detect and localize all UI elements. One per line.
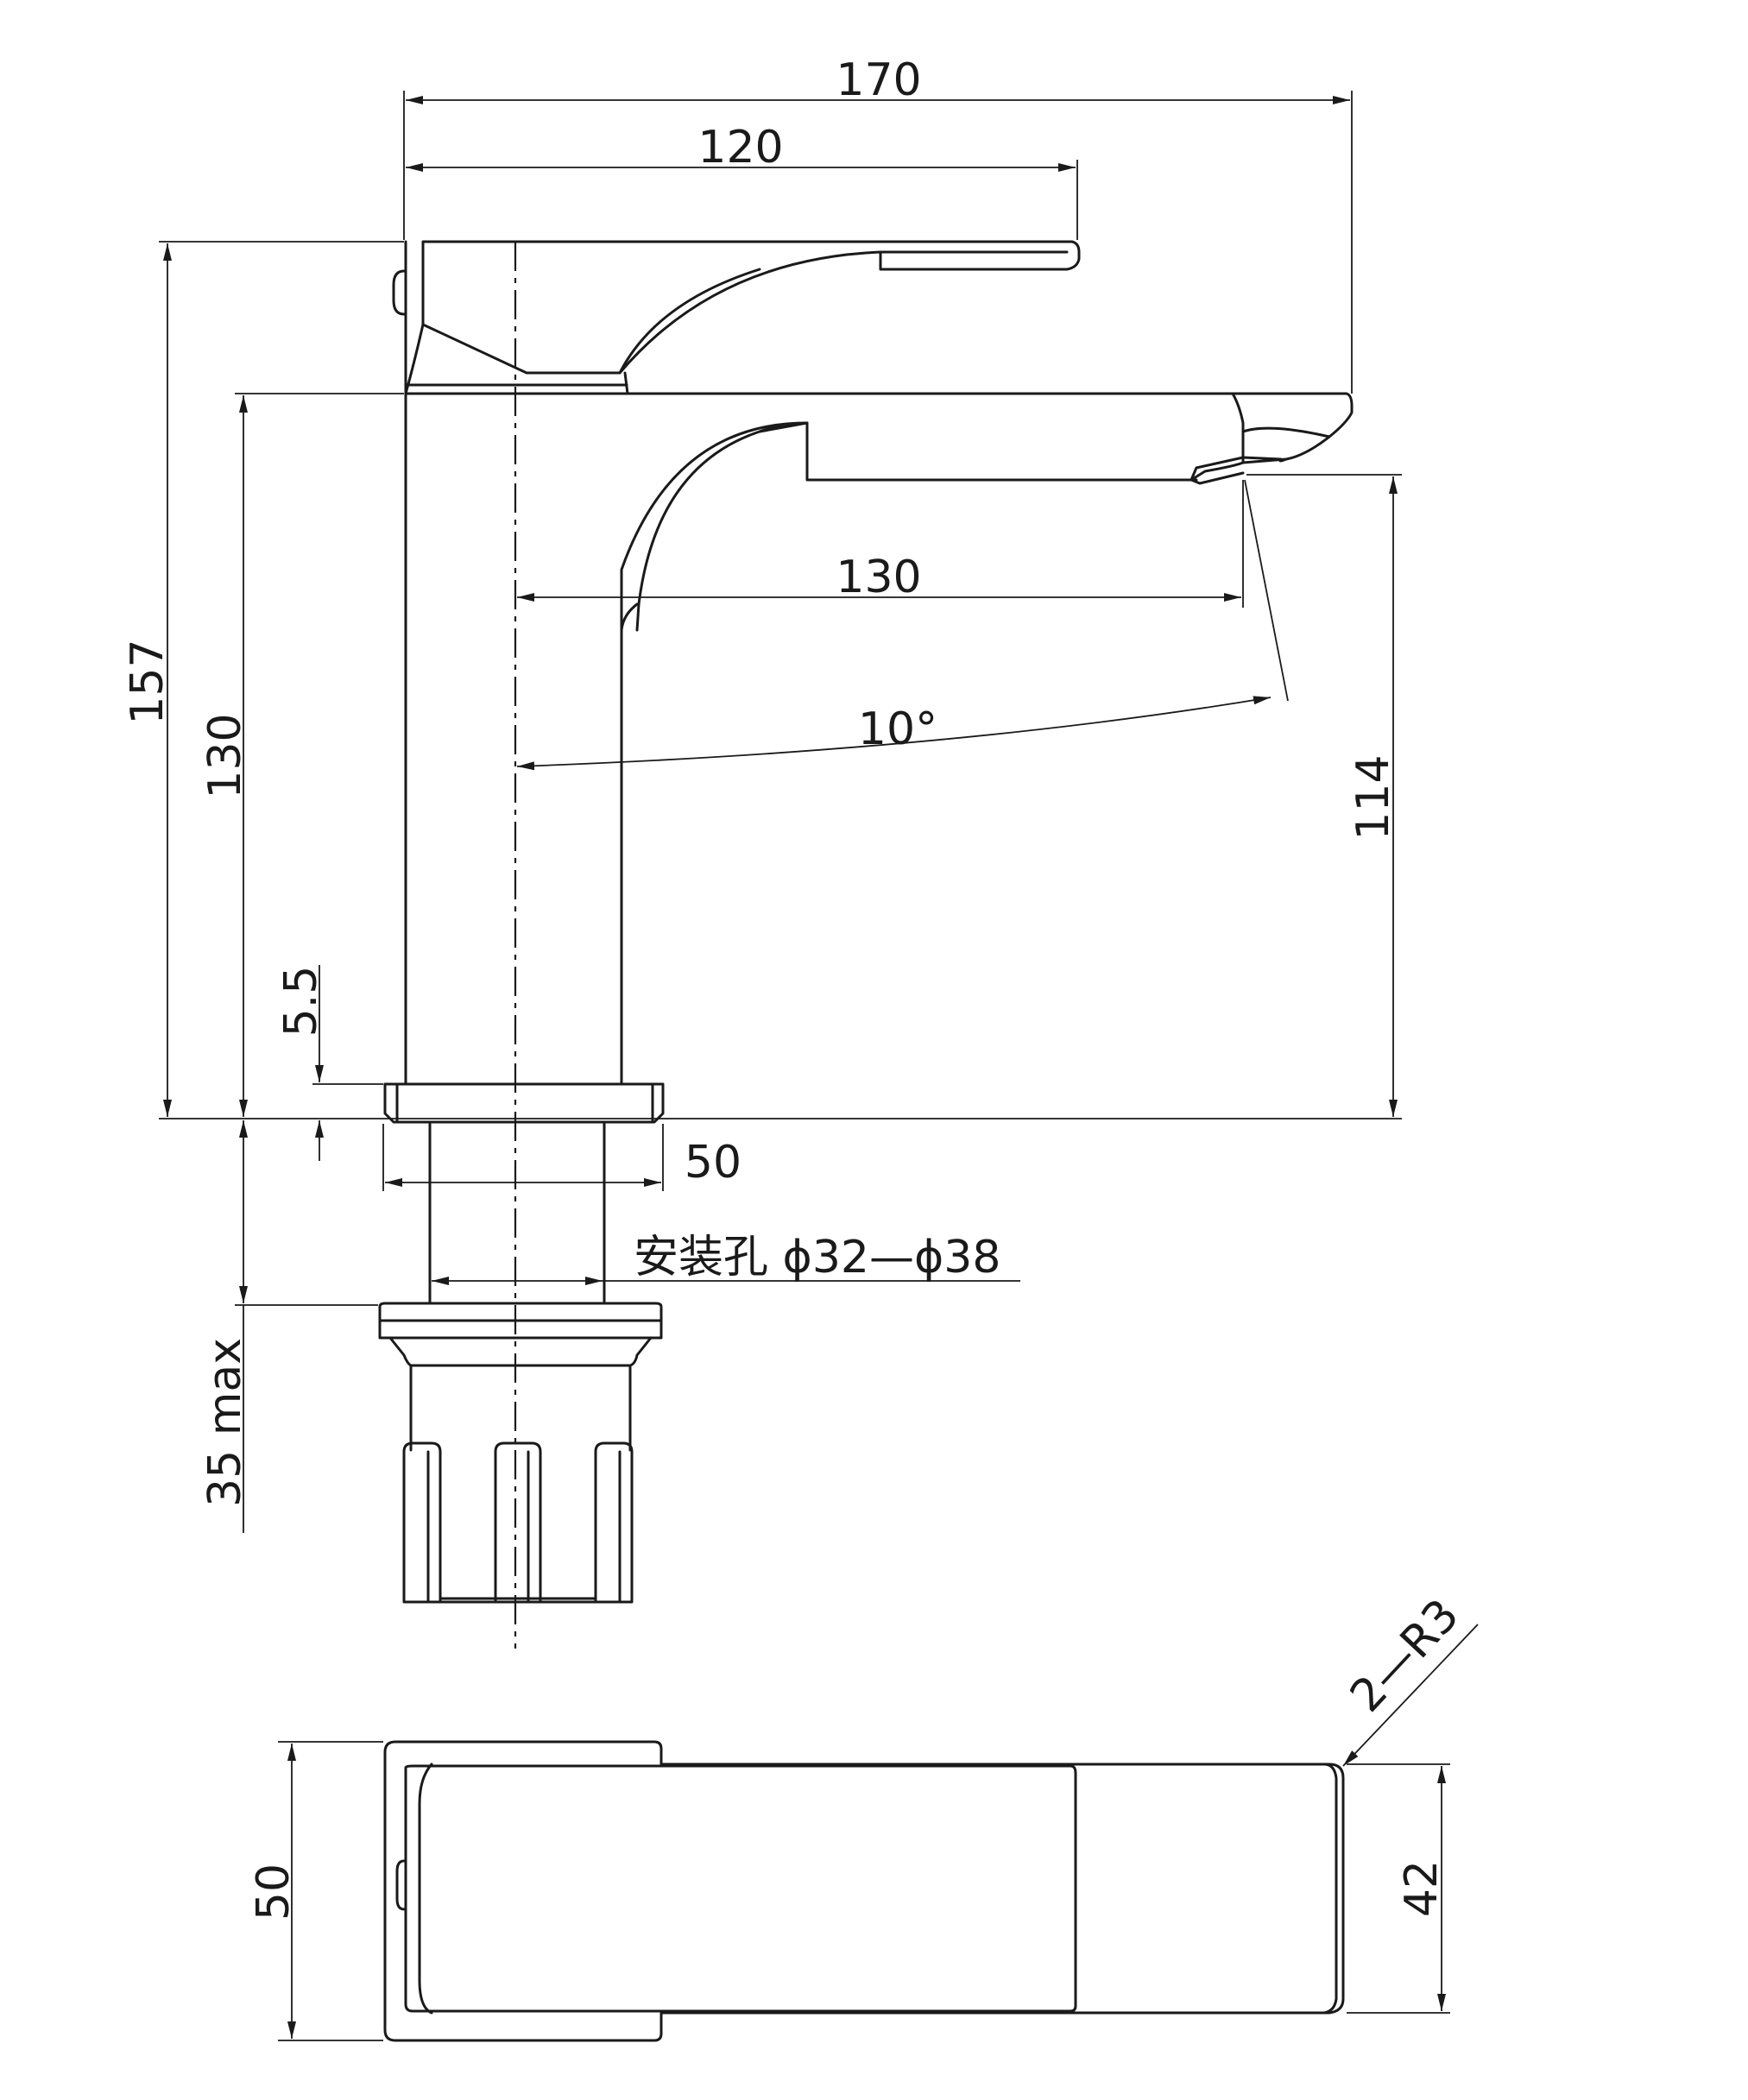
nut-fin-center (494, 1441, 542, 1604)
spout-inner-curve (635, 421, 809, 632)
body-top-plate (404, 392, 1354, 485)
mounting-nut (378, 1302, 663, 1340)
nut-fin-right (594, 1441, 634, 1604)
dim-flange-diameter: 50 (685, 1137, 741, 1189)
top-view-handle-inner (418, 1763, 433, 2015)
dim-spout-reach: 130 (836, 552, 921, 603)
top-view-button (395, 1859, 407, 1911)
flange (383, 1082, 665, 1124)
spout-top (758, 421, 809, 433)
dim-spout-clearance: 114 (1347, 754, 1399, 840)
side-view (378, 240, 1354, 1649)
cartridge-cap (404, 323, 629, 395)
side-button (392, 269, 407, 316)
dim-top-view-width: 50 (248, 1864, 300, 1920)
dim-handle-length: 120 (697, 122, 783, 173)
spout (620, 421, 1198, 632)
handle-lever (421, 240, 1081, 375)
handle-curve-lower (618, 268, 761, 375)
aerator-outlet (1231, 392, 1331, 464)
top-view-body (383, 1740, 1345, 2042)
top-view-spout-face (1069, 1763, 1338, 2015)
body-right-upper (620, 602, 639, 632)
top-view-handle-outline (404, 1764, 1077, 2013)
side-view-dimensions: 170 120 157 130 5.5 35 max 130 10° (122, 54, 1402, 1533)
dim-total-height: 157 (122, 639, 174, 724)
nut-fin-left (402, 1441, 442, 1604)
dim-body-height: 130 (199, 713, 251, 798)
dim-corner-radius: 2—R3 (1341, 1590, 1469, 1723)
top-view: 50 42 2—R3 (248, 1590, 1479, 2042)
dim-mounting-hole: 安装孔 ϕ32—ϕ38 (634, 1232, 1000, 1283)
dim-flange-thickness: 5.5 (275, 966, 327, 1037)
dim-spout-angle: 10° (858, 703, 937, 755)
nut-taper (388, 1336, 653, 1367)
spout-tip (1190, 456, 1288, 482)
dim-max-deck-thickness: 35 max (199, 1338, 251, 1507)
dim-overall-length: 170 (836, 54, 921, 106)
dim-top-view-spout-width: 42 (1396, 1860, 1448, 1917)
